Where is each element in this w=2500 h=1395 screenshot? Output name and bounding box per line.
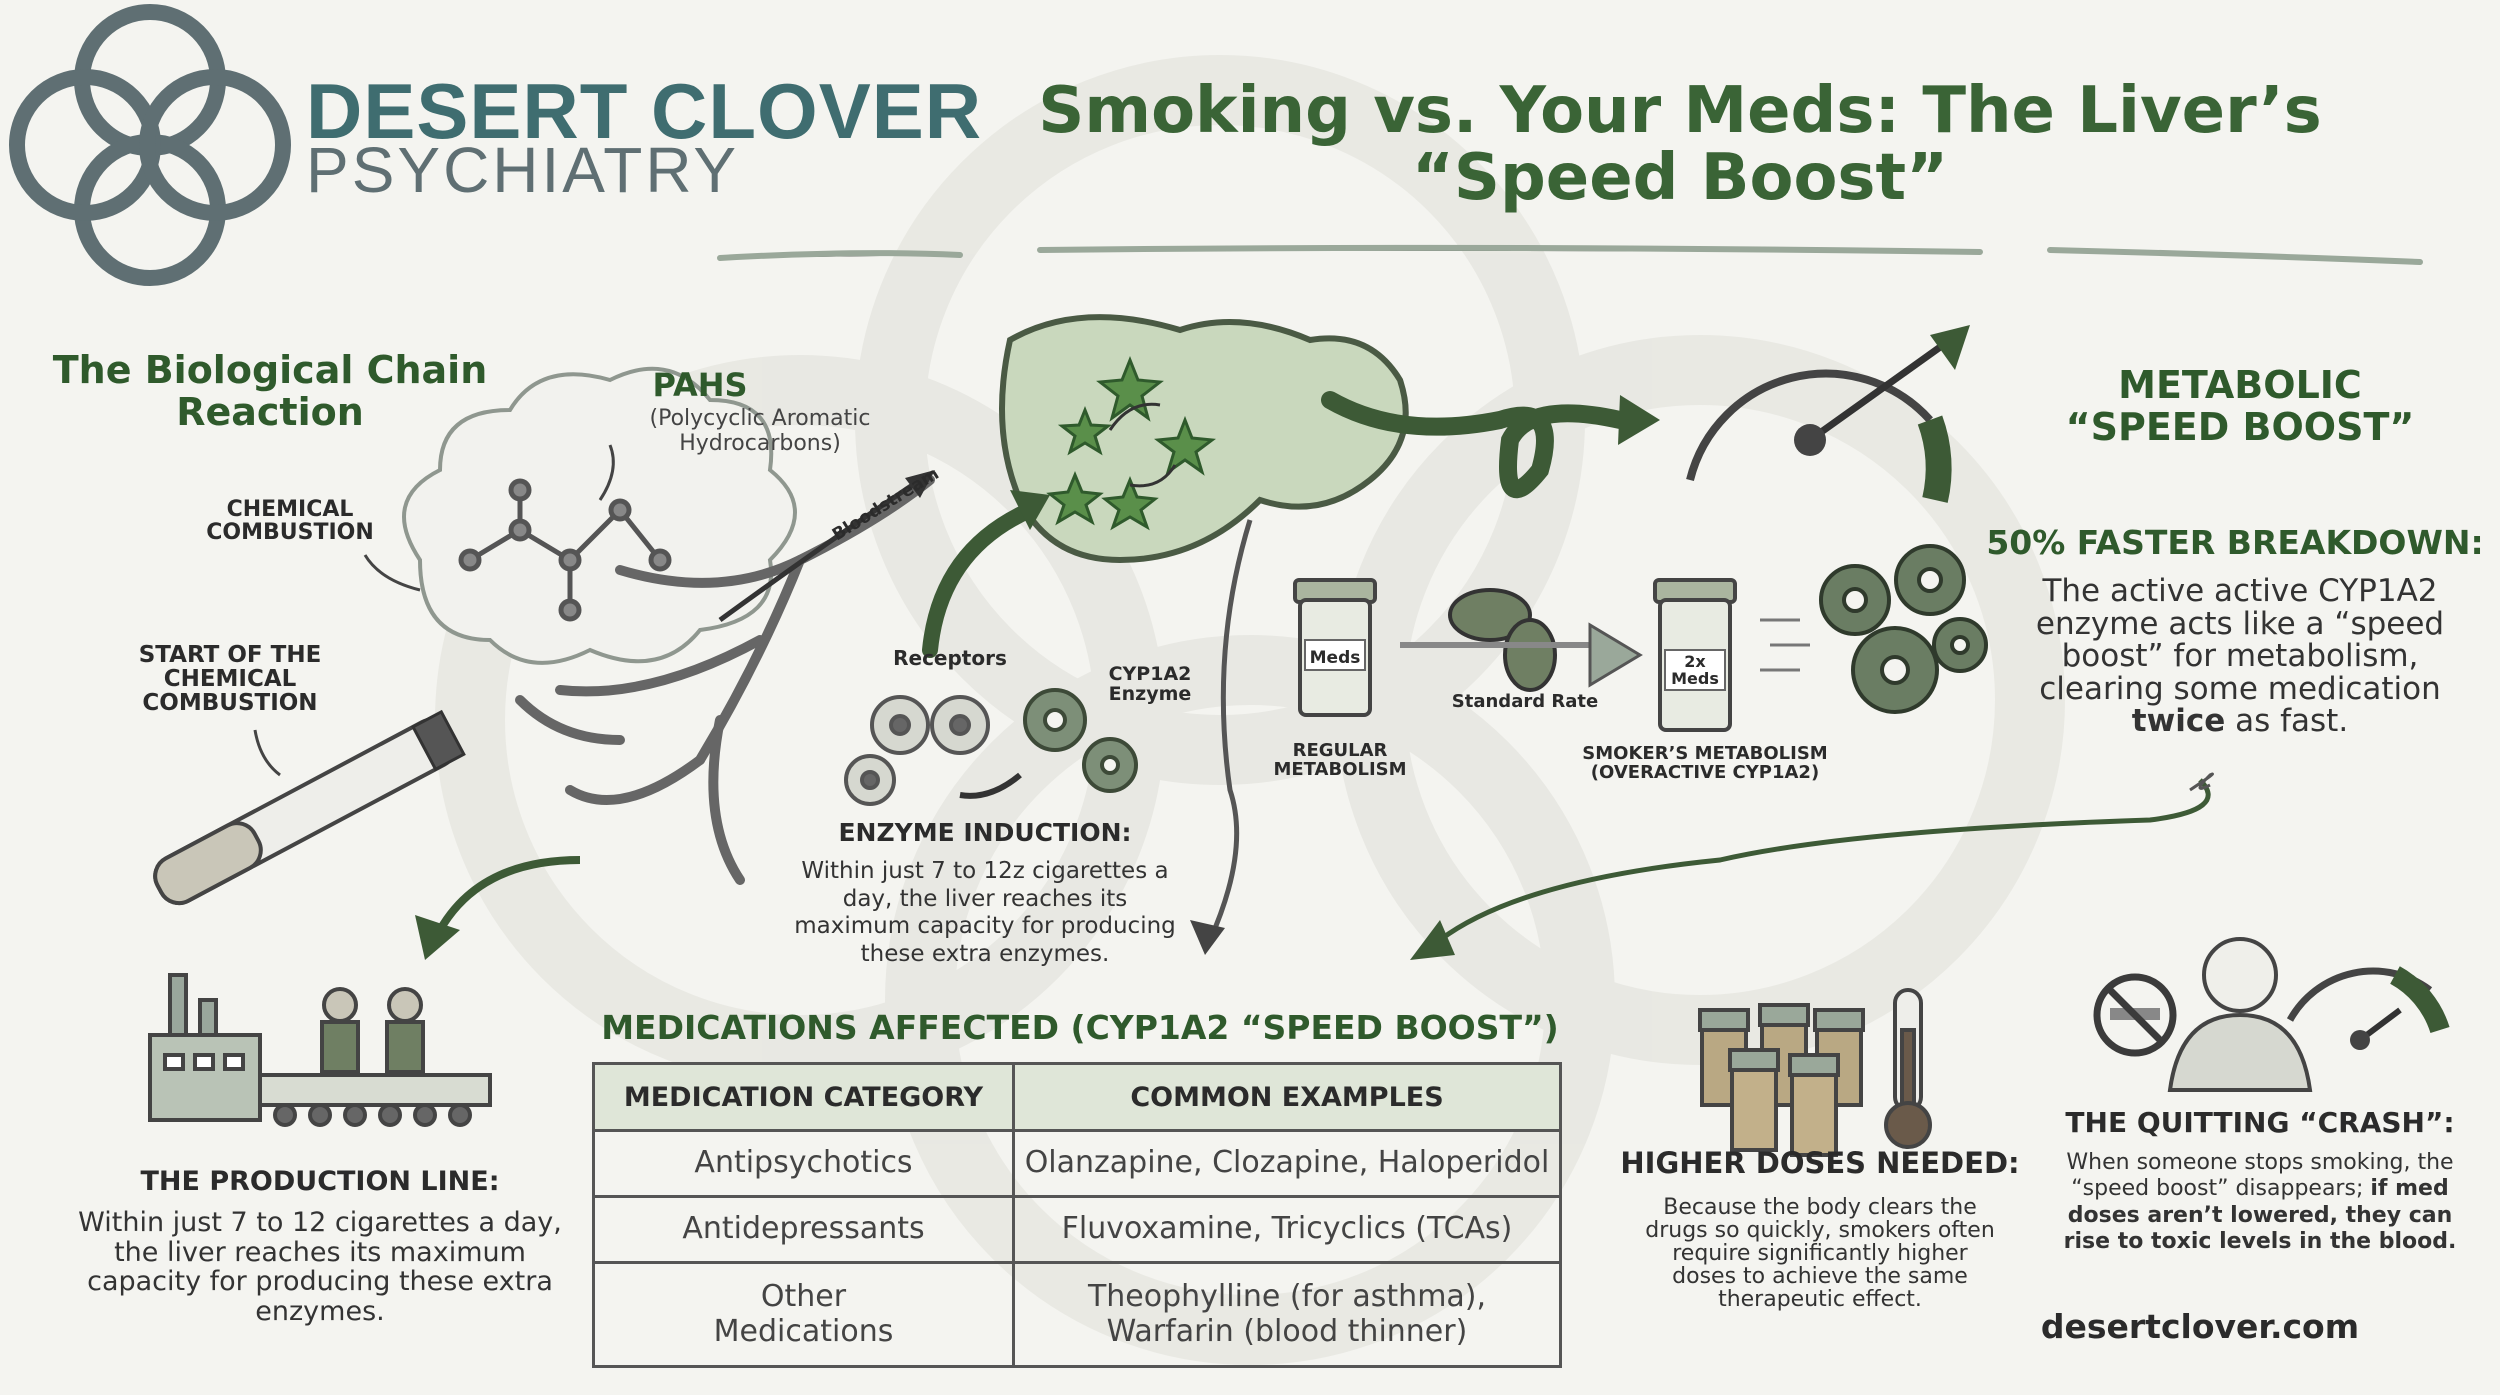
speedometer-icon <box>1686 325 1970 503</box>
faster-breakdown-title: 50% FASTER BREAKDOWN: <box>1986 523 2484 562</box>
medications-table-title: MEDICATIONS AFFECTED (CYP1A2 “SPEED BOOS… <box>601 1008 1559 1047</box>
production-line-text: Within just 7 to 12 cigarettes a day, th… <box>78 1207 562 1328</box>
motion-lines <box>1760 618 1810 672</box>
cyp1a2-enzyme-label: CYP1A2 Enzyme <box>1108 663 1192 705</box>
squiggle <box>2189 772 2214 792</box>
table-row: Antidepressants Fluvoxamine, Tricyclics … <box>592 1195 1562 1264</box>
metabolic-speed-boost-heading: METABOLIC “SPEED BOOST” <box>2065 363 2415 449</box>
arrow-to-doses-head <box>1410 920 1455 960</box>
chain-heading: The Biological Chain Reaction <box>52 348 488 434</box>
table-header-row: MEDICATION CATEGORY COMMON EXAMPLES <box>592 1062 1562 1132</box>
twice-emphasis: twice <box>2131 703 2226 740</box>
receptor-arrow <box>959 772 1022 799</box>
enzyme-gear-icon <box>1023 688 1138 793</box>
arrow-to-table-head <box>1190 920 1225 955</box>
category-cell: Other Medications <box>592 1261 1015 1368</box>
spinning-gears-icon <box>1819 544 1988 714</box>
column-header-examples: COMMON EXAMPLES <box>1012 1062 1562 1132</box>
arrow-to-table <box>1207 519 1253 942</box>
pahs-subtitle: (Polycyclic Aromatic Hydrocarbons) <box>649 406 871 457</box>
category-cell: Antidepressants <box>592 1195 1015 1264</box>
person-icon <box>2167 937 2313 1092</box>
brand-name: DESERT CLOVER <box>306 67 983 155</box>
regular-metabolism-label: REGULAR METABOLISM <box>1273 740 1407 780</box>
faster-breakdown-text: The active active CYP1A2 enzyme acts lik… <box>2035 573 2445 740</box>
cigarette-icon <box>153 709 466 906</box>
standard-rate-arrowhead <box>1588 622 1643 688</box>
smoker-jar-label: 2x Meds <box>1671 652 1719 688</box>
receptors-label: Receptors <box>893 646 1007 670</box>
bloodstream-arrow <box>718 477 922 623</box>
table-row: Antipsychotics Olanzapine, Clozapine, Ha… <box>592 1129 1562 1198</box>
arrow-to-factory <box>436 856 581 932</box>
higher-doses-text: Because the body clears the drugs so qui… <box>1645 1195 1995 1313</box>
title-underline <box>717 244 2423 265</box>
factory-icon <box>148 973 492 1127</box>
arrow-liver-to-gauge <box>1321 391 1629 499</box>
arrow-to-liver <box>922 502 1038 658</box>
molecule-icon <box>458 478 672 622</box>
enzyme-induction-title: ENZYME INDUCTION: <box>838 818 1132 847</box>
medications-table: MEDICATION CATEGORY COMMON EXAMPLES Anti… <box>592 1062 1562 1368</box>
quitting-crash-text: When someone stops smoking, the “speed b… <box>2063 1150 2457 1255</box>
arrow-to-liver-head <box>1010 490 1050 530</box>
crash-gauge-icon <box>2286 966 2450 1050</box>
enzyme-induction-text: Within just 7 to 12z cigarettes a day, t… <box>794 858 1176 967</box>
liver-icon <box>999 314 1409 564</box>
production-line-title: THE PRODUCTION LINE: <box>140 1166 500 1197</box>
bloodstream-arrowhead <box>905 470 935 498</box>
regular-jar-label: Meds <box>1309 648 1361 668</box>
website-link[interactable]: desertclover.com <box>2040 1307 2360 1346</box>
category-cell: Antipsychotics <box>592 1129 1015 1198</box>
start-combustion-label: START OF THE CHEMICAL COMBUSTION <box>138 642 322 717</box>
no-smoking-icon <box>2093 973 2177 1057</box>
higher-doses-title: HIGHER DOSES NEEDED: <box>1620 1146 2020 1180</box>
standard-rate-label: Standard Rate <box>1451 691 1599 712</box>
examples-cell: Theophylline (for asthma), Warfarin (blo… <box>1012 1261 1562 1368</box>
arrow-to-doses <box>1438 778 2211 943</box>
logo-clover-icon <box>9 4 291 286</box>
column-header-category: MEDICATION CATEGORY <box>592 1062 1015 1132</box>
pill-bottles-icon <box>1698 1003 1865 1157</box>
arrow-to-factory-head <box>415 915 460 960</box>
smoker-meds-jar-icon <box>1653 578 1737 732</box>
pahs-title: PAHS <box>652 366 748 404</box>
arrow-liver-to-gauge-head <box>1618 395 1660 445</box>
examples-cell: Olanzapine, Clozapine, Haloperidol <box>1012 1129 1562 1198</box>
page-title: Smoking vs. Your Meds: The Liver’s “Spee… <box>1038 74 2322 216</box>
thermometer-icon <box>1884 988 1932 1149</box>
smoke-cloud-icon <box>402 366 797 665</box>
table-row: Other Medications Theophylline (for asth… <box>592 1261 1562 1368</box>
quitting-crash-title: THE QUITTING “CRASH”: <box>2065 1106 2455 1139</box>
examples-cell: Fluvoxamine, Tricyclics (TCAs) <box>1012 1195 1562 1264</box>
pill-blob-icon <box>1448 588 1557 692</box>
smoker-metabolism-label: SMOKER’S METABOLISM (OVERACTIVE CYP1A2) <box>1582 743 1828 783</box>
leader-lines <box>253 444 615 777</box>
receptor-cells-icon <box>844 695 990 806</box>
brand-subtitle: PSYCHIATRY <box>306 134 740 206</box>
chemical-combustion-label: CHEMICAL COMBUSTION <box>206 497 374 546</box>
regular-meds-jar-icon <box>1293 578 1377 717</box>
